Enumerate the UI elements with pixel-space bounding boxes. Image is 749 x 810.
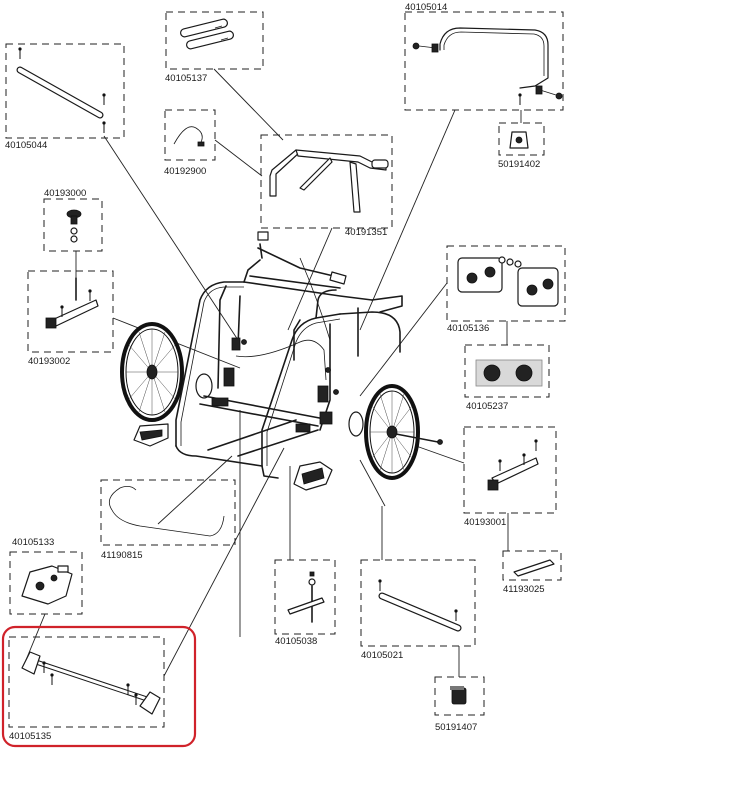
brake-pads-part (475, 359, 543, 387)
seat-rod-part (108, 486, 225, 537)
rear-axle-part (21, 651, 161, 715)
part-number-label: 41190815 (101, 550, 143, 561)
callout-40193000[interactable]: 40193000 (43, 188, 103, 252)
part-number-label: 40193001 (464, 517, 506, 528)
part-number-label: 40105038 (275, 636, 317, 647)
part-number-label: 40191351 (345, 227, 387, 238)
part-number-label: 40193000 (44, 188, 86, 199)
hinge-plate-part (287, 571, 325, 623)
part-number-label: 40105137 (165, 73, 207, 84)
part-number-label: 40105135 (9, 731, 51, 742)
axle-tube-part (16, 46, 107, 134)
callout-40193002[interactable]: 40193002 (27, 270, 114, 367)
strip-part (513, 559, 555, 577)
bracket-part (509, 131, 529, 149)
callout-41190815[interactable]: 41190815 (100, 479, 236, 561)
callout-40191351[interactable]: 40191351 (260, 134, 393, 238)
callout-40193001[interactable]: 40193001 (463, 426, 557, 528)
callout-50191402[interactable]: 50191402 (498, 122, 545, 170)
cross-tube-part (377, 578, 462, 632)
part-number-label: 40105237 (466, 401, 508, 412)
part-number-label: 40105136 (447, 323, 489, 334)
selected-part-highlight (1, 625, 197, 748)
knob-part (66, 209, 82, 243)
part-number-label: 40193002 (28, 356, 70, 367)
handle-bar-part (269, 149, 389, 213)
part-number-label: 40192900 (164, 166, 206, 177)
part-number-label: 40105044 (5, 140, 47, 151)
callout-40105038[interactable]: 40105038 (274, 559, 336, 647)
part-number-label: 50191407 (435, 722, 477, 733)
leader-lines (25, 68, 522, 677)
callout-40105137[interactable]: 40105137 (165, 11, 264, 84)
part-number-label: 50191402 (498, 159, 540, 170)
callout-40105237[interactable]: 40105237 (464, 344, 550, 412)
push-bar-part (412, 27, 563, 106)
part-number-label: 40105014 (405, 2, 447, 13)
brake-lever-right-part (487, 438, 539, 491)
part-number-label: 40105133 (12, 537, 54, 548)
left-wheel (120, 322, 184, 422)
callout-40105135[interactable]: 40105135 (8, 636, 165, 742)
callout-40105021[interactable]: 40105021 (360, 559, 476, 661)
handle-grips-part (179, 18, 235, 50)
callout-40192900[interactable]: 40192900 (164, 109, 216, 177)
callout-40105014[interactable]: 40105014 (404, 2, 564, 111)
foot-bracket-part (21, 565, 73, 605)
callout-40105044[interactable]: 40105044 (5, 43, 125, 151)
cable-part (173, 126, 205, 147)
part-number-label: 41193025 (503, 584, 545, 595)
callout-50191407[interactable]: 50191407 (434, 676, 485, 733)
callout-41193025[interactable]: 41193025 (502, 550, 562, 595)
block-part (450, 686, 467, 705)
callout-40105136[interactable]: 40105136 (446, 245, 566, 334)
brake-lever-part (45, 277, 99, 329)
part-number-label: 40105021 (361, 650, 403, 661)
callout-40105133[interactable]: 40105133 (9, 537, 83, 615)
brake-caliper-part (457, 256, 559, 307)
right-wheel (364, 384, 443, 480)
main-frame-assembly (120, 231, 443, 491)
